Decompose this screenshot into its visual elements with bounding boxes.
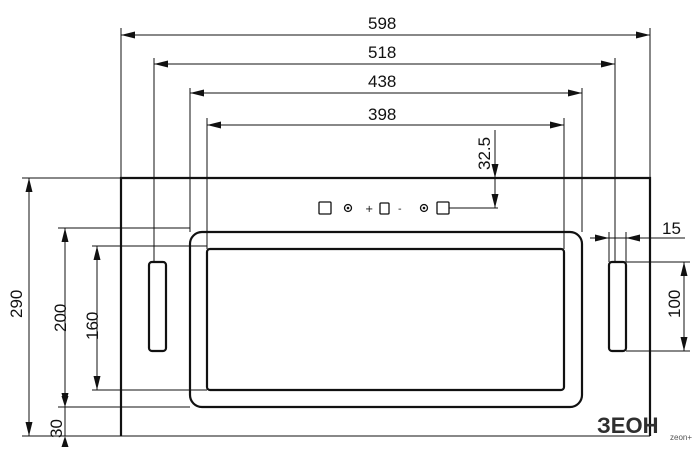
speed-display xyxy=(379,202,390,215)
light-icon-dot xyxy=(346,206,350,210)
brand-logo-text: ЗЕОН xyxy=(597,413,658,438)
dimension-290: 290 xyxy=(7,177,121,436)
dimension-200-label: 200 xyxy=(51,304,70,332)
timer-icon xyxy=(419,203,429,213)
dimension-438-label: 438 xyxy=(368,72,396,91)
timer-icon-dot xyxy=(422,206,426,210)
brand-logo: ЗЕОН zeon+ xyxy=(597,413,692,442)
inner-frame xyxy=(188,230,584,409)
dimension-30: 30 xyxy=(22,396,650,447)
dimension-200: 200 xyxy=(51,227,190,407)
dimension-32-5: 32.5 xyxy=(449,130,499,209)
filter-panel xyxy=(205,247,566,392)
brand-tagline: zeon+ xyxy=(670,433,692,442)
light-icon xyxy=(343,203,353,213)
dimension-438: 438 xyxy=(189,72,583,232)
power-button xyxy=(318,201,332,215)
dimension-15-label: 15 xyxy=(662,219,681,238)
timer-button xyxy=(436,201,450,215)
dimension-518-label: 518 xyxy=(368,43,396,62)
dimension-598: 598 xyxy=(120,14,651,178)
left-side-slot xyxy=(147,260,168,353)
right-side-slot xyxy=(607,260,628,353)
dimension-398: 398 xyxy=(206,105,565,249)
dimension-598-label: 598 xyxy=(368,14,396,33)
dimension-290-label: 290 xyxy=(7,290,26,318)
dimension-30-label: 30 xyxy=(47,419,66,438)
dimension-160: 160 xyxy=(83,245,207,391)
hood-outline xyxy=(119,176,652,436)
dimension-160-label: 160 xyxy=(83,312,102,340)
dimension-32-5-label: 32.5 xyxy=(475,137,494,170)
minus-symbol: - xyxy=(398,204,402,215)
dimension-100: 100 xyxy=(626,261,690,352)
dimension-100-label: 100 xyxy=(665,290,684,318)
control-panel: + - xyxy=(318,201,450,215)
plus-symbol: + xyxy=(365,204,373,215)
dimension-398-label: 398 xyxy=(368,105,396,124)
dimension-15: 15 xyxy=(590,219,685,262)
